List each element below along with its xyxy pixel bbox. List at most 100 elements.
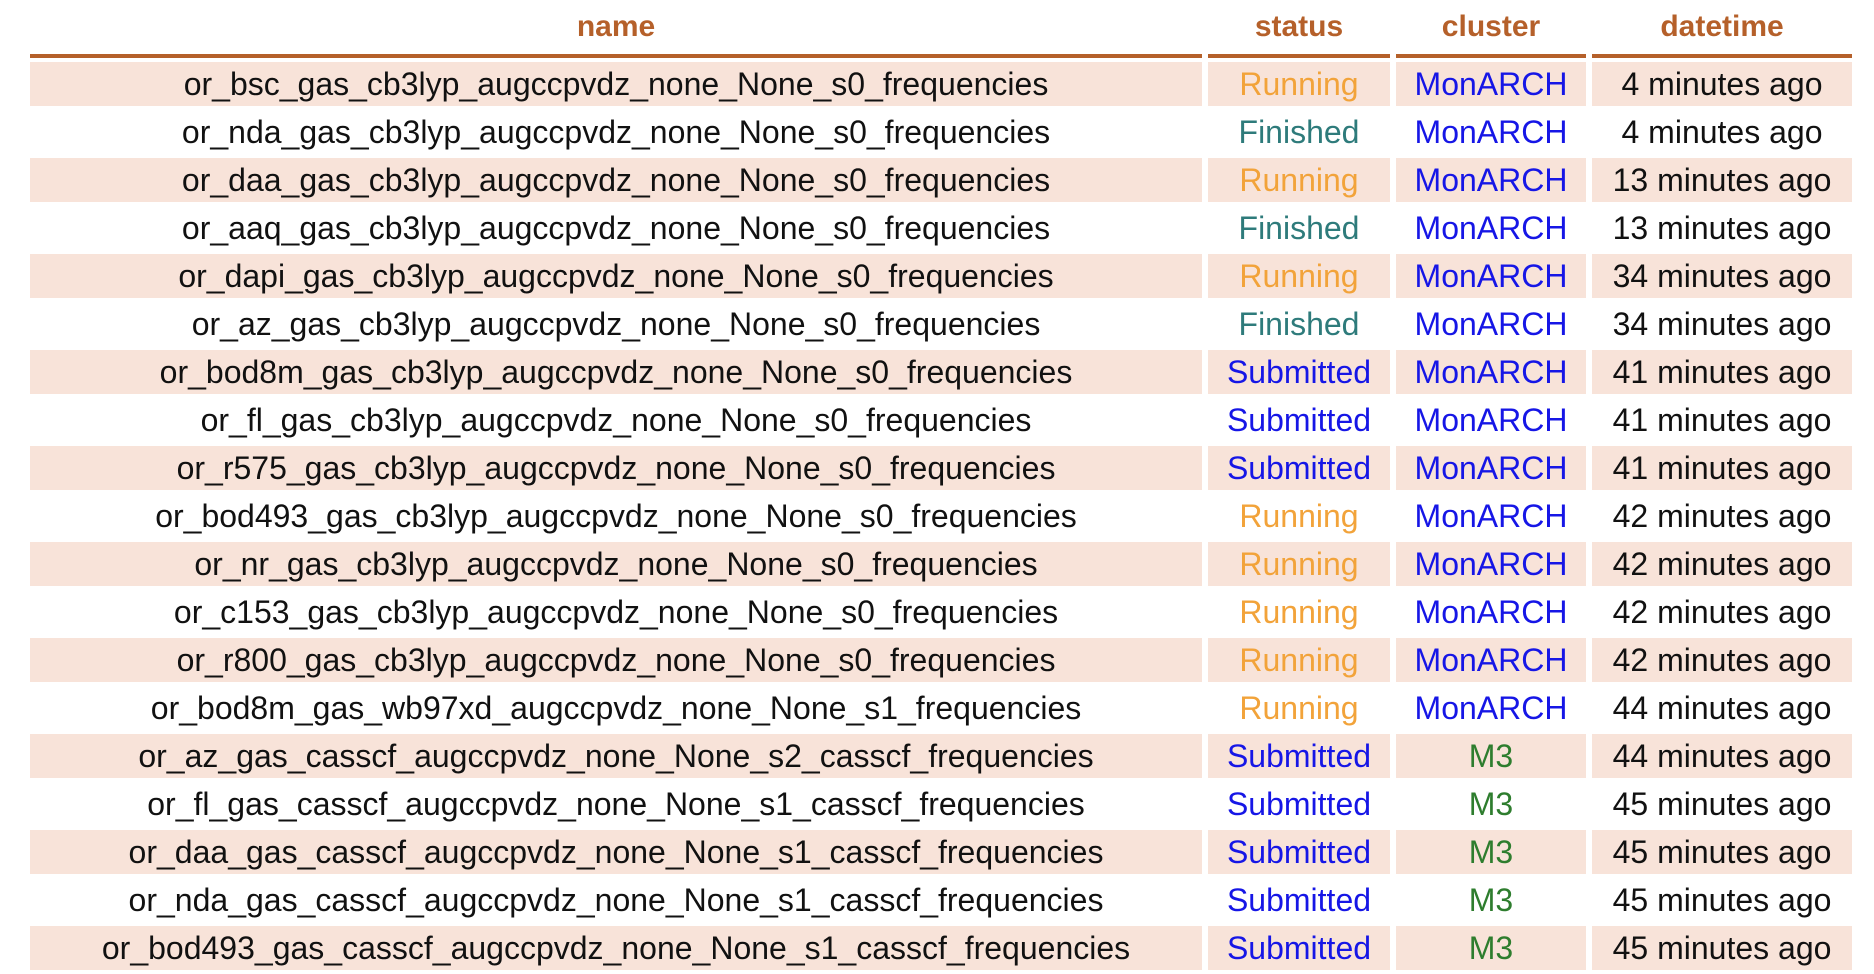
table-row: or_daa_gas_cb3lyp_augccpvdz_none_None_s0… [30, 158, 1852, 202]
table-row: or_dapi_gas_cb3lyp_augccpvdz_none_None_s… [30, 254, 1852, 298]
status-cell: Running [1208, 590, 1390, 634]
job-name-cell: or_bod8m_gas_wb97xd_augccpvdz_none_None_… [30, 686, 1202, 730]
cluster-cell: MonARCH [1396, 494, 1586, 538]
datetime-cell: 4 minutes ago [1592, 110, 1852, 154]
status-cell: Finished [1208, 206, 1390, 250]
datetime-cell: 45 minutes ago [1592, 830, 1852, 874]
job-name-cell: or_dapi_gas_cb3lyp_augccpvdz_none_None_s… [30, 254, 1202, 298]
datetime-cell: 13 minutes ago [1592, 206, 1852, 250]
cluster-cell: MonARCH [1396, 110, 1586, 154]
column-header-datetime[interactable]: datetime [1592, 0, 1852, 58]
status-cell: Submitted [1208, 926, 1390, 970]
column-header-name[interactable]: name [30, 0, 1202, 58]
header-row: name status cluster datetime [30, 0, 1852, 58]
datetime-cell: 42 minutes ago [1592, 638, 1852, 682]
column-header-cluster[interactable]: cluster [1396, 0, 1586, 58]
cluster-cell: MonARCH [1396, 686, 1586, 730]
job-name-cell: or_fl_gas_cb3lyp_augccpvdz_none_None_s0_… [30, 398, 1202, 442]
job-name-cell: or_nda_gas_cb3lyp_augccpvdz_none_None_s0… [30, 110, 1202, 154]
datetime-cell: 44 minutes ago [1592, 734, 1852, 778]
job-name-cell: or_bod493_gas_casscf_augccpvdz_none_None… [30, 926, 1202, 970]
status-cell: Finished [1208, 110, 1390, 154]
datetime-cell: 41 minutes ago [1592, 398, 1852, 442]
status-cell: Submitted [1208, 734, 1390, 778]
datetime-cell: 42 minutes ago [1592, 590, 1852, 634]
table-header: name status cluster datetime [30, 0, 1852, 58]
status-cell: Submitted [1208, 830, 1390, 874]
datetime-cell: 45 minutes ago [1592, 926, 1852, 970]
job-name-cell: or_nda_gas_casscf_augccpvdz_none_None_s1… [30, 878, 1202, 922]
job-name-cell: or_az_gas_cb3lyp_augccpvdz_none_None_s0_… [30, 302, 1202, 346]
jobs-table: name status cluster datetime or_bsc_gas_… [24, 0, 1858, 974]
job-name-cell: or_aaq_gas_cb3lyp_augccpvdz_none_None_s0… [30, 206, 1202, 250]
cluster-cell: MonARCH [1396, 254, 1586, 298]
job-name-cell: or_r575_gas_cb3lyp_augccpvdz_none_None_s… [30, 446, 1202, 490]
table-row: or_aaq_gas_cb3lyp_augccpvdz_none_None_s0… [30, 206, 1852, 250]
table-row: or_r800_gas_cb3lyp_augccpvdz_none_None_s… [30, 638, 1852, 682]
datetime-cell: 42 minutes ago [1592, 494, 1852, 538]
datetime-cell: 34 minutes ago [1592, 254, 1852, 298]
table-row: or_nda_gas_cb3lyp_augccpvdz_none_None_s0… [30, 110, 1852, 154]
table-body: or_bsc_gas_cb3lyp_augccpvdz_none_None_s0… [30, 62, 1852, 970]
job-name-cell: or_nr_gas_cb3lyp_augccpvdz_none_None_s0_… [30, 542, 1202, 586]
job-name-cell: or_daa_gas_cb3lyp_augccpvdz_none_None_s0… [30, 158, 1202, 202]
job-name-cell: or_bsc_gas_cb3lyp_augccpvdz_none_None_s0… [30, 62, 1202, 106]
status-cell: Running [1208, 638, 1390, 682]
datetime-cell: 34 minutes ago [1592, 302, 1852, 346]
status-cell: Running [1208, 158, 1390, 202]
table-row: or_fl_gas_casscf_augccpvdz_none_None_s1_… [30, 782, 1852, 826]
table-row: or_az_gas_cb3lyp_augccpvdz_none_None_s0_… [30, 302, 1852, 346]
table-row: or_bod493_gas_cb3lyp_augccpvdz_none_None… [30, 494, 1852, 538]
status-cell: Submitted [1208, 446, 1390, 490]
job-name-cell: or_c153_gas_cb3lyp_augccpvdz_none_None_s… [30, 590, 1202, 634]
status-cell: Submitted [1208, 878, 1390, 922]
cluster-cell: MonARCH [1396, 158, 1586, 202]
cluster-cell: MonARCH [1396, 542, 1586, 586]
job-name-cell: or_bod493_gas_cb3lyp_augccpvdz_none_None… [30, 494, 1202, 538]
status-cell: Running [1208, 494, 1390, 538]
cluster-cell: MonARCH [1396, 446, 1586, 490]
status-cell: Submitted [1208, 350, 1390, 394]
table-row: or_fl_gas_cb3lyp_augccpvdz_none_None_s0_… [30, 398, 1852, 442]
table-row: or_c153_gas_cb3lyp_augccpvdz_none_None_s… [30, 590, 1852, 634]
table-row: or_r575_gas_cb3lyp_augccpvdz_none_None_s… [30, 446, 1852, 490]
cluster-cell: M3 [1396, 830, 1586, 874]
cluster-cell: M3 [1396, 782, 1586, 826]
cluster-cell: MonARCH [1396, 638, 1586, 682]
status-cell: Running [1208, 254, 1390, 298]
table-row: or_bod8m_gas_wb97xd_augccpvdz_none_None_… [30, 686, 1852, 730]
table-row: or_nr_gas_cb3lyp_augccpvdz_none_None_s0_… [30, 542, 1852, 586]
table-row: or_daa_gas_casscf_augccpvdz_none_None_s1… [30, 830, 1852, 874]
status-cell: Finished [1208, 302, 1390, 346]
cluster-cell: M3 [1396, 926, 1586, 970]
cluster-cell: M3 [1396, 878, 1586, 922]
table-row: or_az_gas_casscf_augccpvdz_none_None_s2_… [30, 734, 1852, 778]
status-cell: Submitted [1208, 398, 1390, 442]
datetime-cell: 42 minutes ago [1592, 542, 1852, 586]
job-name-cell: or_bod8m_gas_cb3lyp_augccpvdz_none_None_… [30, 350, 1202, 394]
table-row: or_bsc_gas_cb3lyp_augccpvdz_none_None_s0… [30, 62, 1852, 106]
column-header-status[interactable]: status [1208, 0, 1390, 58]
cluster-cell: MonARCH [1396, 302, 1586, 346]
datetime-cell: 13 minutes ago [1592, 158, 1852, 202]
datetime-cell: 4 minutes ago [1592, 62, 1852, 106]
table-row: or_bod8m_gas_cb3lyp_augccpvdz_none_None_… [30, 350, 1852, 394]
jobs-table-container: name status cluster datetime or_bsc_gas_… [30, 0, 1858, 974]
status-cell: Running [1208, 686, 1390, 730]
cluster-cell: MonARCH [1396, 62, 1586, 106]
cluster-cell: MonARCH [1396, 590, 1586, 634]
table-row: or_nda_gas_casscf_augccpvdz_none_None_s1… [30, 878, 1852, 922]
cluster-cell: M3 [1396, 734, 1586, 778]
datetime-cell: 45 minutes ago [1592, 782, 1852, 826]
table-row: or_bod493_gas_casscf_augccpvdz_none_None… [30, 926, 1852, 970]
status-cell: Running [1208, 62, 1390, 106]
status-cell: Submitted [1208, 782, 1390, 826]
cluster-cell: MonARCH [1396, 350, 1586, 394]
datetime-cell: 45 minutes ago [1592, 878, 1852, 922]
job-name-cell: or_r800_gas_cb3lyp_augccpvdz_none_None_s… [30, 638, 1202, 682]
datetime-cell: 41 minutes ago [1592, 350, 1852, 394]
job-name-cell: or_daa_gas_casscf_augccpvdz_none_None_s1… [30, 830, 1202, 874]
job-name-cell: or_az_gas_casscf_augccpvdz_none_None_s2_… [30, 734, 1202, 778]
status-cell: Running [1208, 542, 1390, 586]
cluster-cell: MonARCH [1396, 398, 1586, 442]
